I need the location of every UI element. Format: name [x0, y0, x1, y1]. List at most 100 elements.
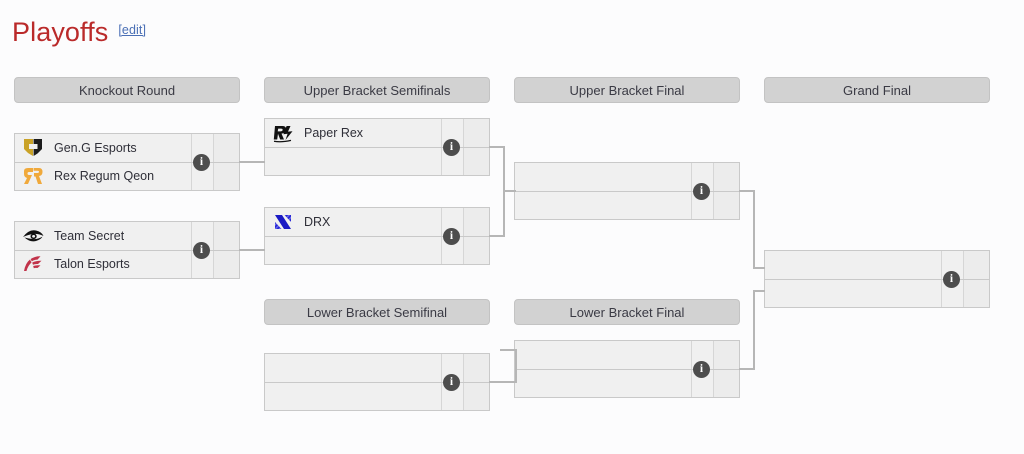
opponent-top[interactable]: Paper Rex	[265, 119, 442, 147]
connector	[753, 267, 765, 269]
score-top	[442, 119, 464, 147]
score-top	[692, 163, 714, 191]
match-row-bottom[interactable]: Talon Esports	[15, 250, 239, 278]
match-info-icon[interactable]: i	[693, 361, 710, 378]
opponent-top[interactable]: Team Secret	[15, 222, 192, 250]
match-upper-semifinal-2[interactable]: DRX i	[264, 207, 490, 265]
score-top	[942, 251, 964, 279]
talon-logo	[21, 253, 45, 275]
team-name: Gen.G Esports	[54, 140, 137, 155]
match-row-top[interactable]	[765, 251, 989, 280]
match-info-icon[interactable]: i	[443, 228, 460, 245]
match-knockout-1[interactable]: Gen.G Esports Rex Regum Qeon i	[14, 133, 240, 191]
match-info-icon[interactable]: i	[943, 271, 960, 288]
score-top	[192, 134, 214, 162]
match-row-top[interactable]: Gen.G Esports	[15, 134, 239, 163]
opponent-top[interactable]: Gen.G Esports	[15, 134, 192, 162]
opponent-bottom[interactable]	[265, 236, 442, 264]
opponent-top[interactable]	[265, 354, 442, 382]
match-row-top[interactable]	[515, 163, 739, 192]
match-grand-final[interactable]: i	[764, 250, 990, 308]
match-row-top[interactable]: Paper Rex	[265, 119, 489, 148]
match-knockout-2[interactable]: Team Secret Talon Esports i	[14, 221, 240, 279]
round-header-label: Grand Final	[843, 82, 911, 98]
match-tail	[714, 163, 739, 191]
match-info-icon[interactable]: i	[443, 374, 460, 391]
opponent-bottom[interactable]	[515, 369, 692, 397]
match-row-bottom[interactable]	[265, 236, 489, 264]
team-logo-placeholder	[271, 150, 295, 172]
connector	[489, 146, 505, 148]
match-info-icon[interactable]: i	[693, 183, 710, 200]
opponent-top[interactable]	[765, 251, 942, 279]
opponent-top[interactable]	[515, 341, 692, 369]
connector	[739, 368, 755, 370]
match-row-top[interactable]	[265, 354, 489, 383]
score-top	[442, 208, 464, 236]
connector	[753, 290, 765, 292]
score-bottom	[692, 191, 714, 219]
opponent-bottom[interactable]	[265, 147, 442, 175]
team-logo-placeholder	[271, 239, 295, 261]
match-row-top[interactable]: Team Secret	[15, 222, 239, 251]
round-header-lower-bracket-final: Lower Bracket Final	[514, 299, 740, 325]
opponent-bottom[interactable]	[515, 191, 692, 219]
team-logo-placeholder	[771, 282, 795, 304]
edit-link[interactable]: [edit]	[118, 23, 147, 37]
round-header-knockout-round: Knockout Round	[14, 77, 240, 103]
opponent-top[interactable]: DRX	[265, 208, 442, 236]
rrq-logo	[21, 165, 45, 187]
round-header-label: Lower Bracket Final	[569, 304, 685, 320]
score-top	[692, 341, 714, 369]
opponent-bottom[interactable]: Rex Regum Qeon	[15, 162, 192, 190]
opponent-bottom[interactable]: Talon Esports	[15, 250, 192, 278]
match-upper-semifinal-1[interactable]: Paper Rex i	[264, 118, 490, 176]
connector	[503, 146, 505, 202]
match-row-bottom[interactable]	[765, 279, 989, 307]
round-header-grand-final: Grand Final	[764, 77, 990, 103]
connector	[753, 190, 755, 268]
match-row-bottom[interactable]	[515, 191, 739, 219]
match-row-top[interactable]	[515, 341, 739, 370]
match-upper-bracket-final[interactable]: i	[514, 162, 740, 220]
match-tail	[464, 208, 489, 236]
match-lower-bracket-semifinal[interactable]: i	[264, 353, 490, 411]
opponent-bottom[interactable]	[765, 279, 942, 307]
match-row-bottom[interactable]: Rex Regum Qeon	[15, 162, 239, 190]
team-name: Paper Rex	[304, 125, 364, 140]
geng-logo	[21, 137, 45, 159]
team-name: Team Secret	[54, 228, 125, 243]
round-header-lower-bracket-semifinal: Lower Bracket Semifinal	[264, 299, 490, 325]
score-top	[442, 354, 464, 382]
match-row-bottom[interactable]	[515, 369, 739, 397]
score-top	[192, 222, 214, 250]
score-bottom	[442, 236, 464, 264]
connector	[489, 235, 505, 237]
match-row-bottom[interactable]	[265, 382, 489, 410]
match-info-icon[interactable]: i	[193, 154, 210, 171]
team-logo-placeholder	[521, 194, 545, 216]
team-logo-placeholder	[521, 372, 545, 394]
connector	[515, 349, 517, 383]
match-row-bottom[interactable]	[265, 147, 489, 175]
page-title: Playoffs[edit]	[12, 14, 146, 48]
match-row-top[interactable]: DRX	[265, 208, 489, 237]
match-info-icon[interactable]: i	[193, 242, 210, 259]
match-tail	[964, 279, 989, 307]
team-name: DRX	[304, 214, 331, 229]
team-name: Rex Regum Qeon	[54, 169, 155, 184]
opponent-bottom[interactable]	[265, 382, 442, 410]
match-tail	[214, 222, 239, 250]
match-tail	[714, 191, 739, 219]
match-tail	[464, 354, 489, 382]
connector	[753, 290, 755, 370]
match-tail	[464, 236, 489, 264]
prx-logo	[271, 122, 295, 144]
match-info-icon[interactable]: i	[443, 139, 460, 156]
opponent-top[interactable]	[515, 163, 692, 191]
match-lower-bracket-final[interactable]: i	[514, 340, 740, 398]
match-tail	[464, 382, 489, 410]
connector	[739, 190, 755, 192]
connector	[503, 190, 516, 192]
